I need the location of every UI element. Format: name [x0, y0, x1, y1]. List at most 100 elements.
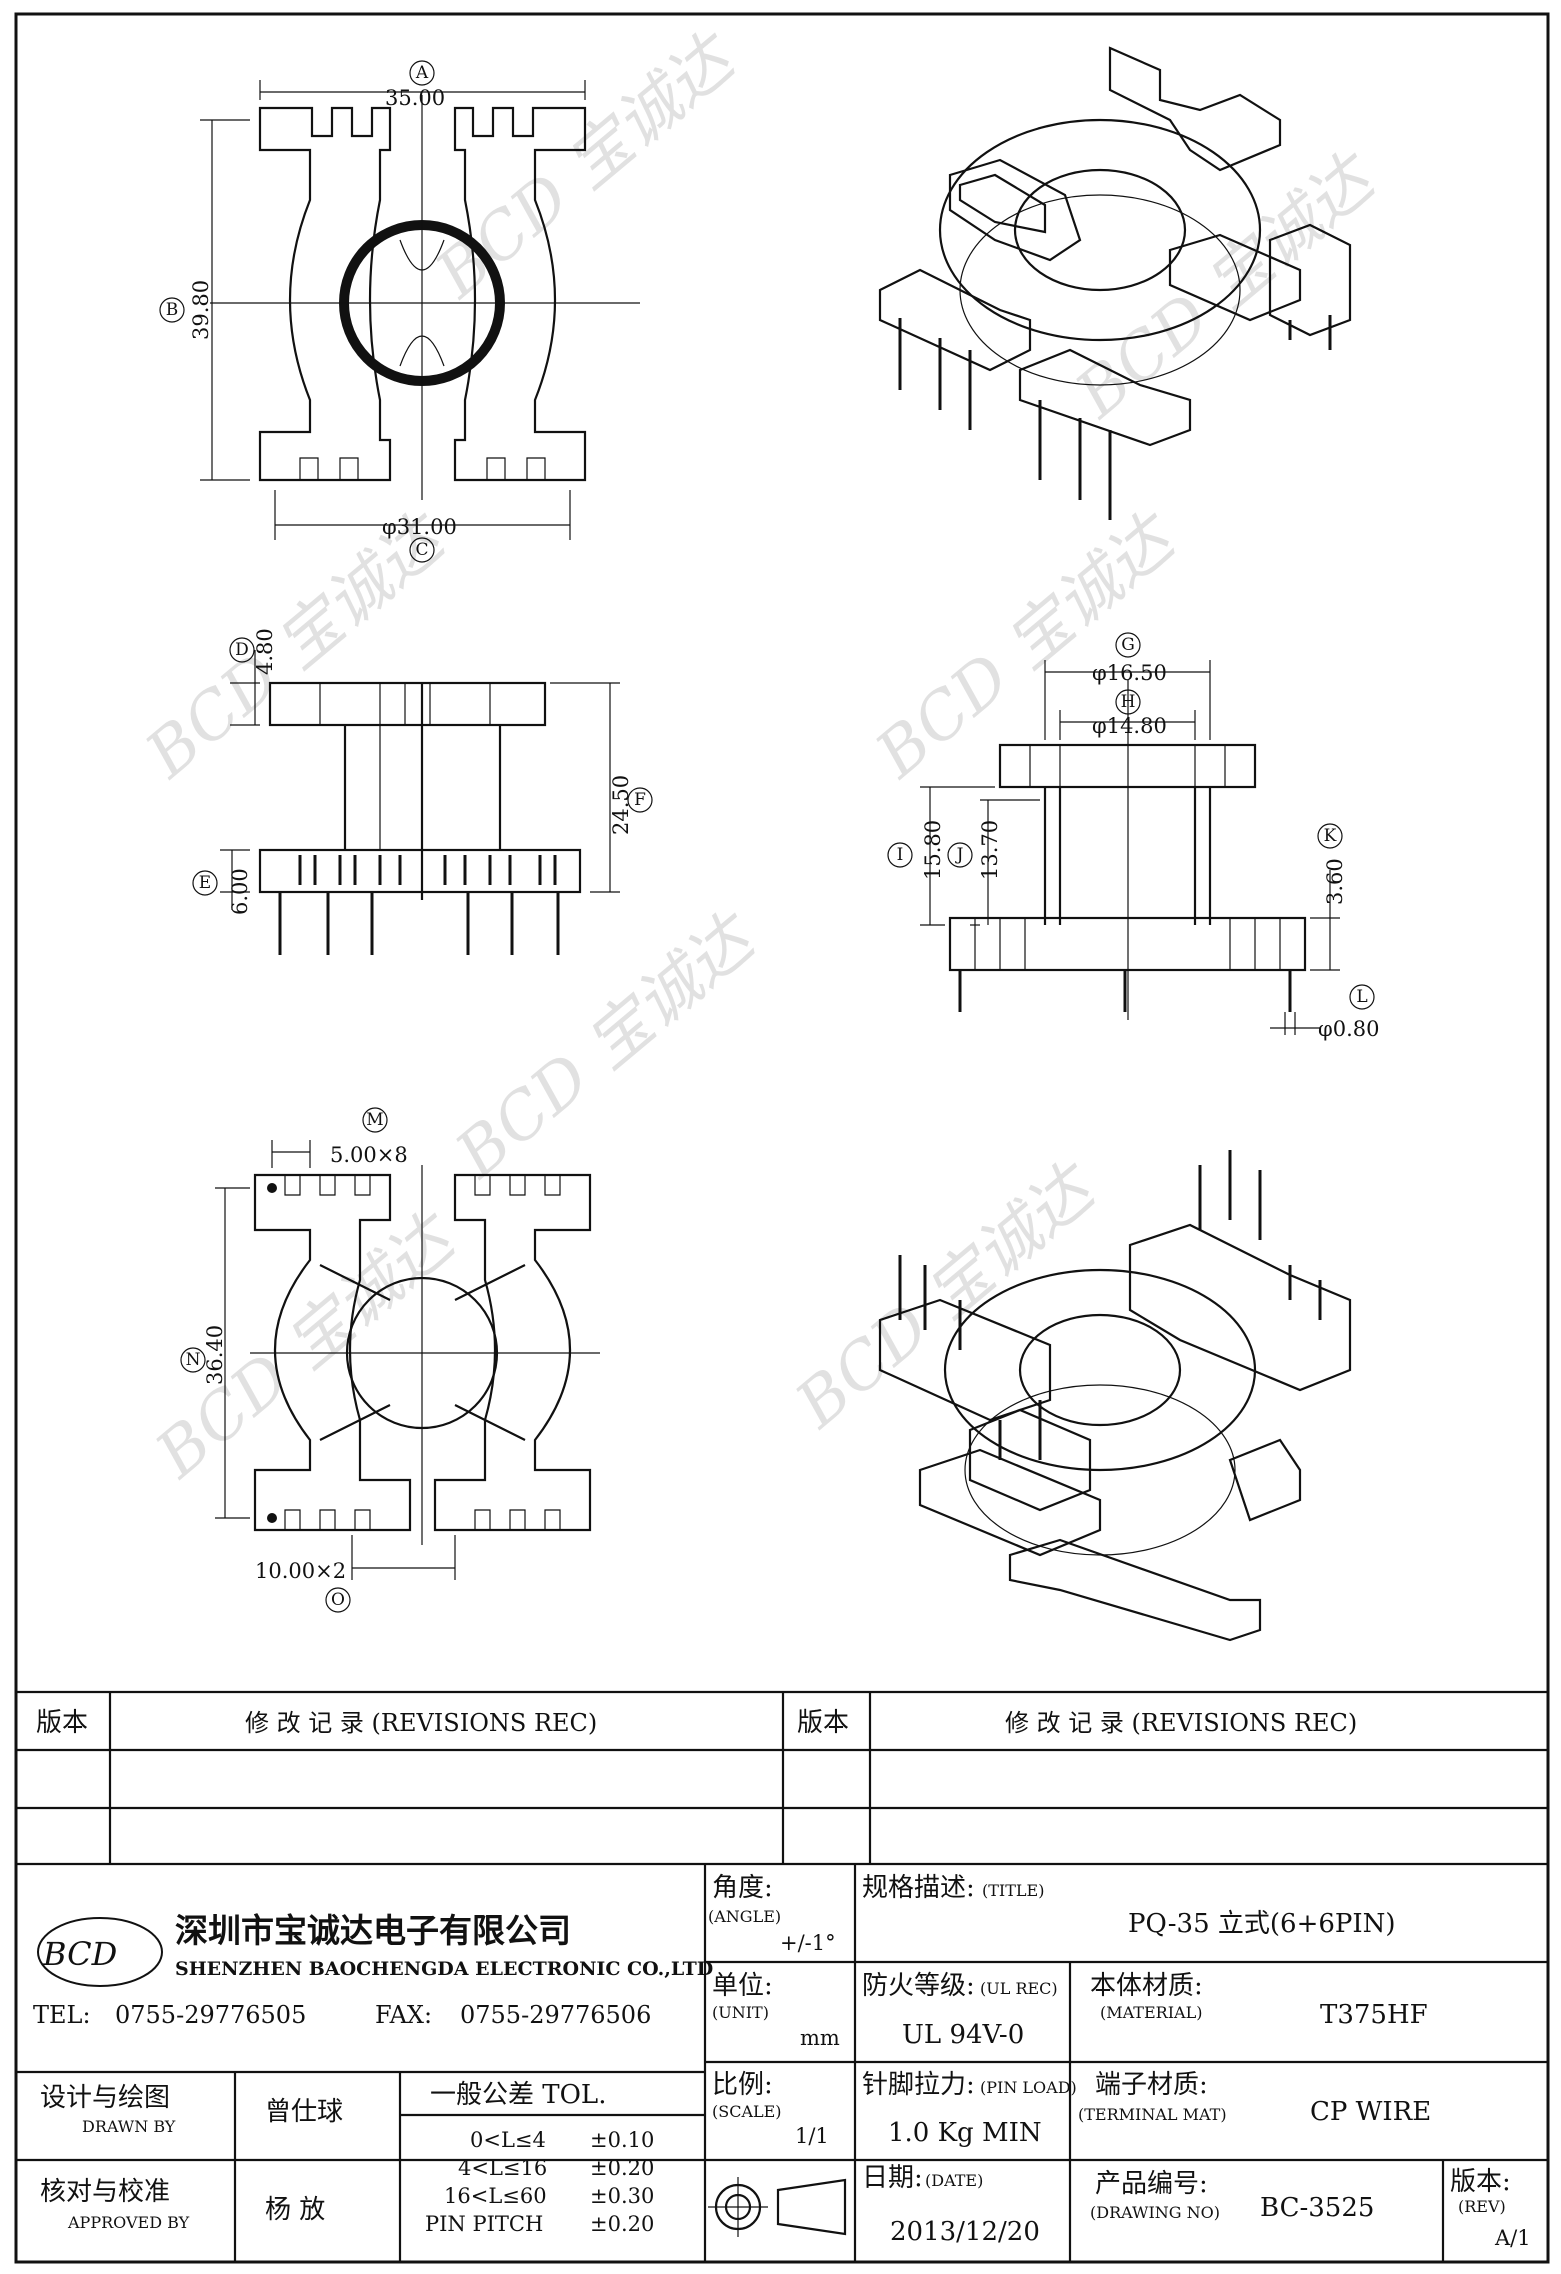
dim-A-id: A: [415, 63, 429, 83]
material-label-en: (MATERIAL): [1100, 2003, 1202, 2022]
title-label: 规格描述:: [862, 1873, 975, 1903]
watermark: BCD 宝诚达: [862, 499, 1192, 793]
terminal-label: 端子材质:: [1095, 2070, 1208, 2100]
tel-label: TEL:: [33, 2001, 91, 2029]
approved-label: 核对与校准: [40, 2177, 170, 2207]
dim-H-value: φ14.80: [1092, 714, 1167, 738]
dim-N-value: 36.40: [203, 1325, 227, 1385]
material-label: 本体材质:: [1090, 1971, 1203, 2001]
rev-left-ver-header: 版本: [36, 1708, 88, 1738]
dim-L-value: φ0.80: [1318, 1017, 1379, 1041]
unit-label-en: (UNIT): [712, 2003, 769, 2022]
dim-E-value: 6.00: [228, 868, 252, 915]
ul-label-en: (UL REC): [980, 1979, 1058, 1998]
dim-B-value: 39.80: [189, 280, 213, 340]
projection-symbol-icon: [708, 2177, 847, 2237]
unit-value: mm: [800, 2026, 840, 2050]
dim-L-id: L: [1356, 987, 1367, 1007]
watermark: BCD 宝诚达: [442, 899, 772, 1193]
tol-value-1: ±0.20: [590, 2156, 654, 2180]
pinload-label: 针脚拉力:: [862, 2070, 975, 2100]
date-label: 日期:: [862, 2163, 923, 2193]
front-view: G φ16.50 H φ14.80 I 15.80 J 13.70 K 3.60: [887, 632, 1379, 1041]
material-value: T375HF: [1320, 2000, 1428, 2030]
unit-label: 单位:: [712, 1971, 773, 2001]
dim-B-id: B: [166, 300, 179, 320]
dim-O-value: 10.00×2: [255, 1559, 346, 1583]
bottom-view: M 5.00×8 N 36.40 10.00×2 O: [180, 1107, 600, 1613]
logo-text: BCD: [42, 1935, 117, 1973]
top-view: A 35.00 B 39.80 φ31.00 C: [159, 60, 640, 563]
angle-label-en: (ANGLE): [708, 1907, 781, 1926]
dim-I-value: 15.80: [921, 820, 945, 880]
drawno-label-en: (DRAWING NO): [1090, 2203, 1220, 2222]
dim-G-value: φ16.50: [1092, 661, 1167, 685]
dim-C-value: φ31.00: [382, 515, 457, 539]
company-name-en: SHENZHEN BAOCHENGDA ELECTRONIC CO.,LTD: [175, 1958, 713, 1980]
angle-label: 角度:: [712, 1873, 773, 1903]
drawn-label: 设计与绘图: [40, 2083, 170, 2113]
dim-K-value: 3.60: [1323, 858, 1347, 905]
rev-label-en: (REV): [1458, 2197, 1506, 2216]
dim-O-id: O: [331, 1590, 345, 1610]
rev-right-ver-header: 版本: [797, 1708, 849, 1738]
scale-label: 比例:: [712, 2070, 773, 2100]
dim-H-id: H: [1121, 692, 1136, 712]
watermark: BCD 宝诚达: [422, 19, 752, 313]
iso-view-top: [878, 46, 1352, 520]
tol-range-0: 0<L≤4: [470, 2128, 546, 2152]
tol-value-2: ±0.30: [590, 2184, 654, 2208]
pinload-label-en: (PIN LOAD): [980, 2078, 1077, 2097]
watermark: BCD 宝诚达: [1062, 139, 1392, 433]
revisions-table: 版本 修 改 记 录 (REVISIONS REC) 版本 修 改 记 录 (R…: [16, 1690, 1548, 1866]
terminal-label-en: (TERMINAL MAT): [1078, 2105, 1227, 2124]
ul-label: 防火等级:: [862, 1971, 975, 2001]
sheet-border: [14, 12, 1550, 2264]
dim-F-id: F: [634, 790, 646, 810]
rev-left-rec-header: 修 改 记 录 (REVISIONS REC): [245, 1709, 597, 1737]
dim-A-value: 35.00: [385, 86, 445, 110]
title-value: PQ-35 立式(6+6PIN): [1128, 1909, 1396, 1939]
drawn-label-en: DRAWN BY: [82, 2117, 176, 2136]
company-logo: BCD: [37, 1917, 163, 1987]
dim-M-value: 5.00×8: [330, 1143, 408, 1167]
side-view: D 4.80 E 6.00 24.50 F: [192, 628, 653, 955]
date-label-en: (DATE): [925, 2171, 983, 2190]
dim-K-id: K: [1324, 826, 1337, 846]
fax-label: FAX:: [375, 2001, 432, 2029]
fax-value: 0755-29776506: [460, 2001, 651, 2029]
title-block: BCD 深圳市宝诚达电子有限公司 SHENZHEN BAOCHENGDA ELE…: [16, 1864, 1548, 2262]
date-value: 2013/12/20: [890, 2217, 1040, 2247]
dim-M-id: M: [366, 1110, 383, 1130]
dim-E-id: E: [199, 873, 211, 893]
dim-J-id: J: [955, 845, 964, 865]
dim-I-id: I: [897, 845, 904, 865]
angle-value: +/-1°: [780, 1931, 836, 1955]
tol-value-3: ±0.20: [590, 2212, 654, 2236]
drawn-value: 曾仕球: [265, 2097, 343, 2127]
rev-label: 版本:: [1450, 2167, 1511, 2197]
scale-value: 1/1: [795, 2124, 829, 2148]
tol-range-3: PIN PITCH: [425, 2212, 543, 2236]
tol-value-0: ±0.10: [590, 2128, 654, 2152]
tol-range-1: 4<L≤16: [458, 2156, 547, 2180]
title-label-en: (TITLE): [982, 1881, 1044, 1900]
dim-G-id: G: [1121, 635, 1135, 655]
iso-view-bottom: [878, 1150, 1352, 1642]
approved-label-en: APPROVED BY: [67, 2213, 190, 2232]
terminal-value: CP WIRE: [1310, 2097, 1431, 2127]
scale-label-en: (SCALE): [712, 2102, 782, 2121]
rev-value: A/1: [1494, 2226, 1531, 2250]
dim-D-value: 4.80: [253, 628, 277, 675]
drawno-value: BC-3525: [1260, 2193, 1374, 2223]
ul-value: UL 94V-0: [902, 2020, 1024, 2050]
dim-N-id: N: [186, 1350, 201, 1370]
dim-D-id: D: [235, 640, 249, 660]
tol-title: 一般公差 TOL.: [430, 2080, 606, 2110]
drawno-label: 产品编号:: [1095, 2169, 1208, 2199]
pinload-value: 1.0 Kg MIN: [888, 2118, 1042, 2148]
approved-value: 杨 放: [265, 2195, 325, 2225]
company-name-cn: 深圳市宝诚达电子有限公司: [175, 1911, 571, 1950]
tel-value: 0755-29776505: [115, 2001, 306, 2029]
